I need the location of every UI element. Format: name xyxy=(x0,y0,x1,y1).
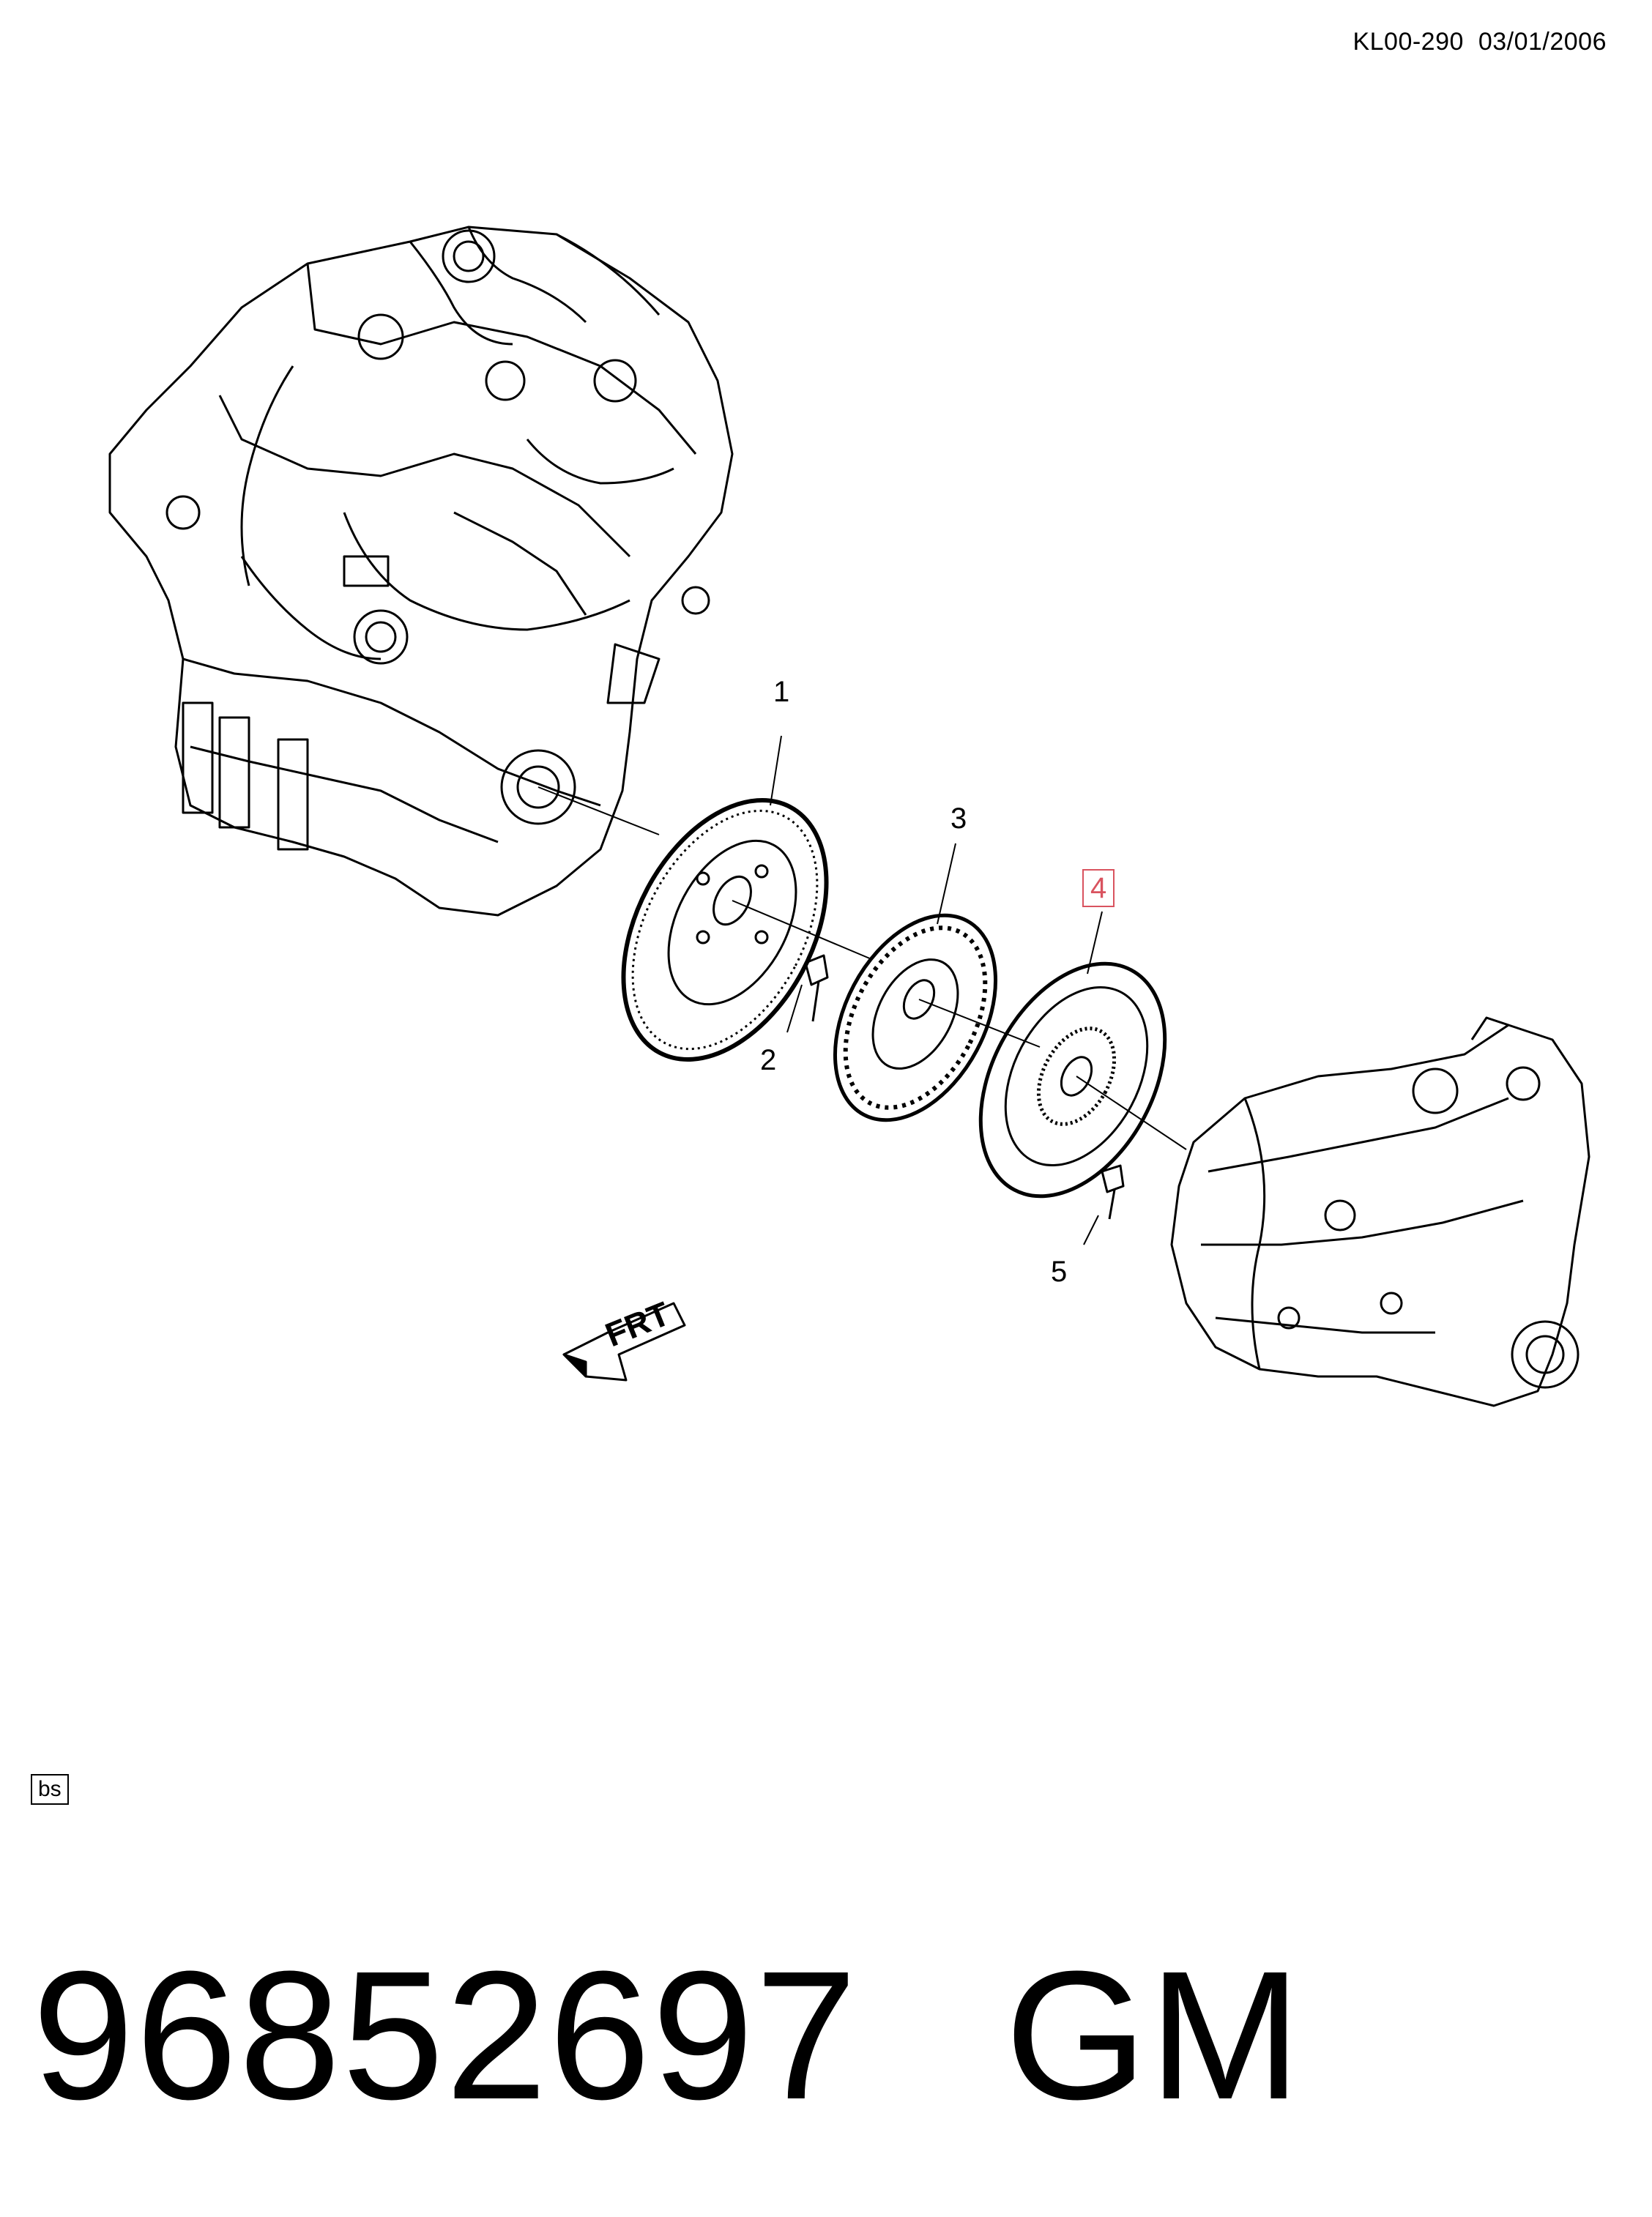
header-code: KL00-290 03/01/2006 xyxy=(1353,28,1607,56)
leader-lines xyxy=(537,735,1187,1245)
pressure-plate-illustration xyxy=(978,961,1167,1199)
bolt-illustrations xyxy=(804,954,1125,1220)
part-number: 96852697 xyxy=(32,1933,859,2137)
callout-1: 1 xyxy=(773,676,790,708)
engine-illustration xyxy=(108,226,734,917)
callout-5: 5 xyxy=(1051,1256,1068,1288)
drawing-code: KL00-290 xyxy=(1353,28,1464,56)
callout-2: 2 xyxy=(760,1044,777,1076)
clutch-disc-illustration xyxy=(833,913,998,1122)
callout-4[interactable]: 4 xyxy=(1082,869,1115,907)
flywheel-illustration xyxy=(621,798,829,1062)
front-direction-icon: FRT xyxy=(562,1294,686,1382)
transmission-illustration xyxy=(1170,1016,1590,1407)
brand-label: GM xyxy=(1005,1933,1303,2137)
drawing-date: 03/01/2006 xyxy=(1478,28,1607,56)
bs-tag: bs xyxy=(31,1774,69,1805)
callout-3: 3 xyxy=(950,802,967,835)
